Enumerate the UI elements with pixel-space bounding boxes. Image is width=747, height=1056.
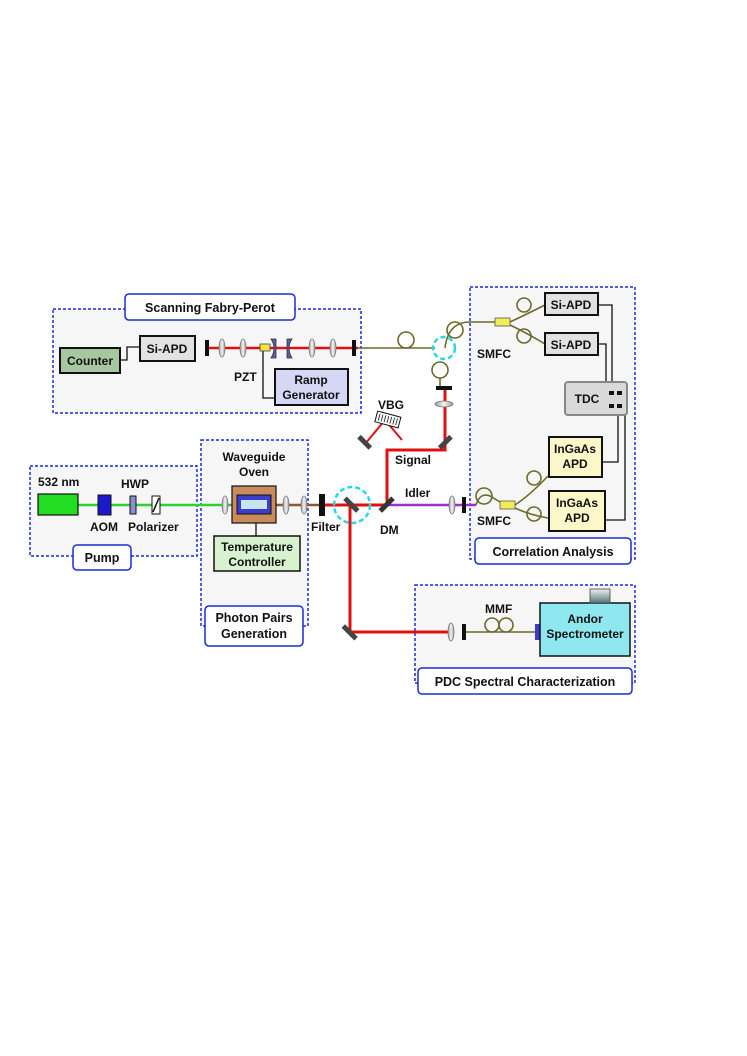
lens-icon (218, 338, 226, 358)
lens-icon (221, 495, 229, 515)
highlight-circle-fiber (431, 335, 457, 361)
signal-label: Signal (395, 453, 431, 467)
ingaas-apd-bottom-box: InGaAs APD (548, 490, 606, 532)
laser-label: 532 nm (38, 475, 79, 489)
labels: 532 nm HWP AOM Polarizer Waveguide Oven … (38, 347, 512, 616)
section-title-box (417, 667, 633, 695)
filter-label: Filter (311, 520, 341, 534)
vbg-mirror-icon (357, 434, 373, 450)
ingaas-label-1: InGaAs (554, 442, 596, 456)
smfc-top-icon (494, 317, 511, 327)
lens-icon (282, 495, 290, 515)
ingaas-label-2: APD (564, 511, 590, 525)
si-apd-fp-box: Si-APD (139, 335, 196, 362)
section-title-pdc: PDC Spectral Characterization (435, 675, 616, 689)
lens-icon (434, 400, 454, 408)
hwp-label: HWP (121, 477, 149, 491)
section-photon-pairs: Photon Pairs Generation (200, 439, 309, 647)
lens-icon (300, 495, 308, 515)
spectral-optics (341, 622, 466, 642)
aom-label: AOM (90, 520, 118, 534)
laser-icon (37, 493, 79, 516)
tdc-label: TDC (575, 392, 600, 406)
section-title-correlation: Correlation Analysis (492, 545, 613, 559)
section-title-box (204, 605, 304, 647)
counter-label: Counter (67, 354, 113, 368)
ingaas-apd-top-box: InGaAs APD (548, 436, 603, 478)
si-apd-label: Si-APD (147, 342, 188, 356)
ramp-generator-box: Ramp Generator (274, 368, 349, 406)
fp-optics (205, 338, 356, 359)
smfc-top-label: SMFC (477, 347, 511, 361)
si-apd-top-box: Si-APD (544, 292, 599, 316)
lens-icon (447, 622, 455, 642)
andor-label-1: Andor (567, 612, 603, 626)
ingaas-label-1: InGaAs (556, 496, 598, 510)
section-title-box (72, 544, 132, 571)
pickoff-mirror-icon (343, 496, 360, 513)
spectrometer-port-icon (535, 624, 540, 640)
iris-icon (462, 497, 466, 513)
vbg-label: VBG (378, 398, 404, 412)
smfc-bottom-label: SMFC (477, 514, 511, 528)
iris-icon (462, 624, 466, 640)
temperature-controller-box: Temperature Controller (213, 535, 301, 572)
fp-mirror-icon (270, 338, 277, 359)
tdc-box: TDC (564, 381, 628, 416)
lens-icon (308, 338, 316, 358)
pzt-icon (259, 343, 271, 352)
pdc-source-optics (221, 485, 466, 524)
filter-icon (319, 494, 325, 516)
ramp-label-2: Generator (282, 388, 340, 402)
waveguide-oven-label-2: Oven (239, 465, 269, 479)
pump-optics (37, 493, 161, 516)
iris-icon (436, 386, 452, 390)
lens-icon (329, 338, 337, 358)
camera-icon (589, 588, 611, 604)
highlight-circle-filter (332, 485, 372, 525)
section-title-pump: Pump (85, 551, 120, 565)
si-apd-bottom-box: Si-APD (544, 332, 599, 356)
signal-optics (357, 386, 454, 450)
section-title-box (474, 537, 632, 565)
spectral-mirror-icon (341, 624, 358, 641)
section-title-box (124, 293, 296, 321)
section-title-photon-pairs-1: Photon Pairs (215, 611, 292, 625)
temp-label-1: Temperature (221, 540, 293, 554)
hwp-icon (129, 495, 137, 515)
fibers (358, 297, 549, 633)
iris-icon (205, 340, 209, 356)
lens-icon (448, 495, 456, 515)
polarizer-label: Polarizer (128, 520, 179, 534)
si-apd-label: Si-APD (551, 298, 592, 312)
fp-mirror-icon (286, 338, 293, 359)
couplers (494, 317, 540, 640)
section-title-scanning-fp: Scanning Fabry-Perot (145, 301, 276, 315)
counter-box: Counter (59, 347, 121, 374)
temp-label-2: Controller (228, 555, 286, 569)
signal-mirror-icon (437, 434, 453, 450)
pzt-label: PZT (234, 370, 257, 384)
section-pump: Pump (29, 465, 198, 571)
iris-icon (352, 340, 356, 356)
waveguide-oven-label-1: Waveguide (223, 450, 286, 464)
si-apd-label: Si-APD (551, 338, 592, 352)
section-title-photon-pairs-2: Generation (221, 627, 287, 641)
ramp-label-1: Ramp (294, 373, 327, 387)
dm-label: DM (380, 523, 399, 537)
andor-label-2: Spectrometer (546, 627, 624, 641)
mmf-label: MMF (485, 602, 512, 616)
aom-icon (97, 494, 112, 516)
smfc-bottom-icon (499, 500, 516, 510)
lens-icon (239, 338, 247, 358)
signal-beam (385, 388, 447, 505)
idler-label: Idler (405, 486, 431, 500)
ingaas-label-2: APD (562, 457, 588, 471)
andor-spectrometer-box: Andor Spectrometer (539, 588, 631, 657)
dm-icon (378, 496, 395, 513)
